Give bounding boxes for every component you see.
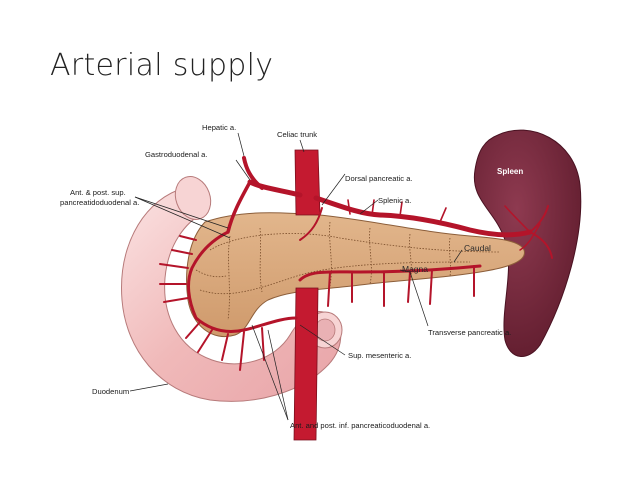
label-splenic-a: Splenic a.	[378, 196, 411, 205]
label-transverse-pancreatic-a: Transverse pancreatic a.	[428, 328, 511, 337]
label-sup-mesenteric-a: Sup. mesenteric a.	[348, 351, 411, 360]
spleen-label: Spleen	[497, 167, 523, 176]
label-gastroduodenal-a: Gastroduodenal a.	[145, 150, 207, 159]
slide-title: Arterial supply	[50, 48, 274, 83]
label-hepatic-a: Hepatic a.	[202, 123, 236, 132]
label-ant-post-sup-line1: Ant. & post. sup.	[70, 188, 126, 197]
label-duodenum: Duodenum	[92, 387, 129, 396]
label-ant-post-inf-pancreaticoduodenal-a: Ant. and post. inf. pancreaticoduodenal …	[290, 421, 430, 430]
label-celiac-trunk: Celiac trunk	[277, 130, 317, 139]
arteries	[159, 156, 553, 371]
duodenum	[121, 176, 343, 402]
label-caudal: Caudal	[464, 243, 491, 253]
label-magna: Magna	[402, 264, 428, 274]
pancreas	[186, 212, 525, 337]
label-ant-post-sup-line2: pancreatidoduodenal a.	[60, 198, 139, 207]
diagram-labels: Hepatic a. Celiac trunk Gastroduodenal a…	[60, 123, 511, 430]
leader-lines	[129, 132, 463, 421]
label-dorsal-pancreatic-a: Dorsal pancreatic a.	[345, 174, 413, 183]
